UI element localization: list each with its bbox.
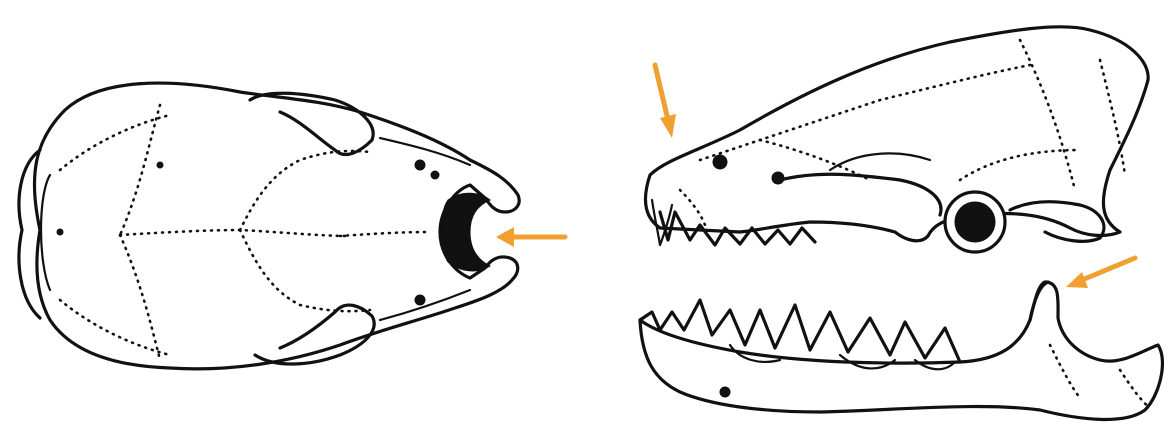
dorsal-skull-view (19, 83, 519, 369)
lateral-skull-view (645, 27, 1148, 252)
dorsal-foramen-4 (157, 162, 163, 168)
mandible-mental-foramen (720, 387, 730, 397)
lateral-cranium-outline (645, 27, 1148, 241)
lateral-bulla (955, 202, 995, 242)
lateral-foramen-2 (772, 172, 784, 184)
dorsal-foramen-5 (57, 229, 63, 235)
mandible-outline (640, 282, 1162, 419)
arrow-down-right-icon (655, 65, 676, 138)
dorsal-foramen-2 (431, 171, 439, 179)
dorsal-nasal-opening (441, 193, 490, 271)
dorsal-foramen-3 (415, 295, 425, 305)
arrow-left-icon (496, 227, 565, 247)
dorsal-foramen-1 (415, 160, 425, 170)
lateral-mandible (640, 282, 1162, 419)
lateral-infraorbital-foramen (713, 155, 727, 169)
arrow-down-left-icon (1066, 258, 1135, 288)
